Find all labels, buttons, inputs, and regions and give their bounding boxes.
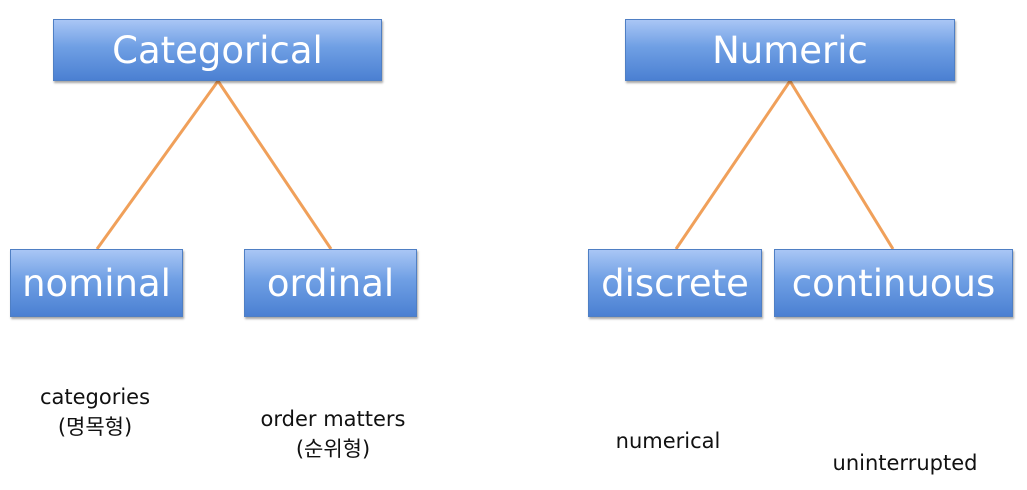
ordinal-note-line-2: (순위형) <box>295 437 371 461</box>
continuous-note-line-1: uninterrupted <box>832 451 978 475</box>
nominal-note: categories (명목형) <box>20 382 170 442</box>
connector-numeric-discrete <box>674 80 792 250</box>
connector-numeric-continuous <box>788 80 895 250</box>
continuous-node: continuous <box>774 249 1013 317</box>
ordinal-node: ordinal <box>244 249 417 317</box>
ordinal-note: order matters (순위형) <box>238 404 428 464</box>
discrete-node: discrete <box>588 249 762 317</box>
connector-categorical-ordinal <box>216 80 333 250</box>
connector-categorical-nominal <box>95 80 220 250</box>
discrete-note: numerical <box>598 426 738 456</box>
categorical-node: Categorical <box>53 19 382 81</box>
nominal-node: nominal <box>10 249 183 317</box>
nominal-note-line-1: categories <box>39 385 151 409</box>
numeric-node: Numeric <box>625 19 955 81</box>
discrete-note-line-1: numerical <box>615 429 721 453</box>
ordinal-note-line-1: order matters <box>260 407 406 431</box>
continuous-note: uninterrupted <box>810 448 1000 478</box>
nominal-note-line-2: (명목형) <box>57 415 133 439</box>
